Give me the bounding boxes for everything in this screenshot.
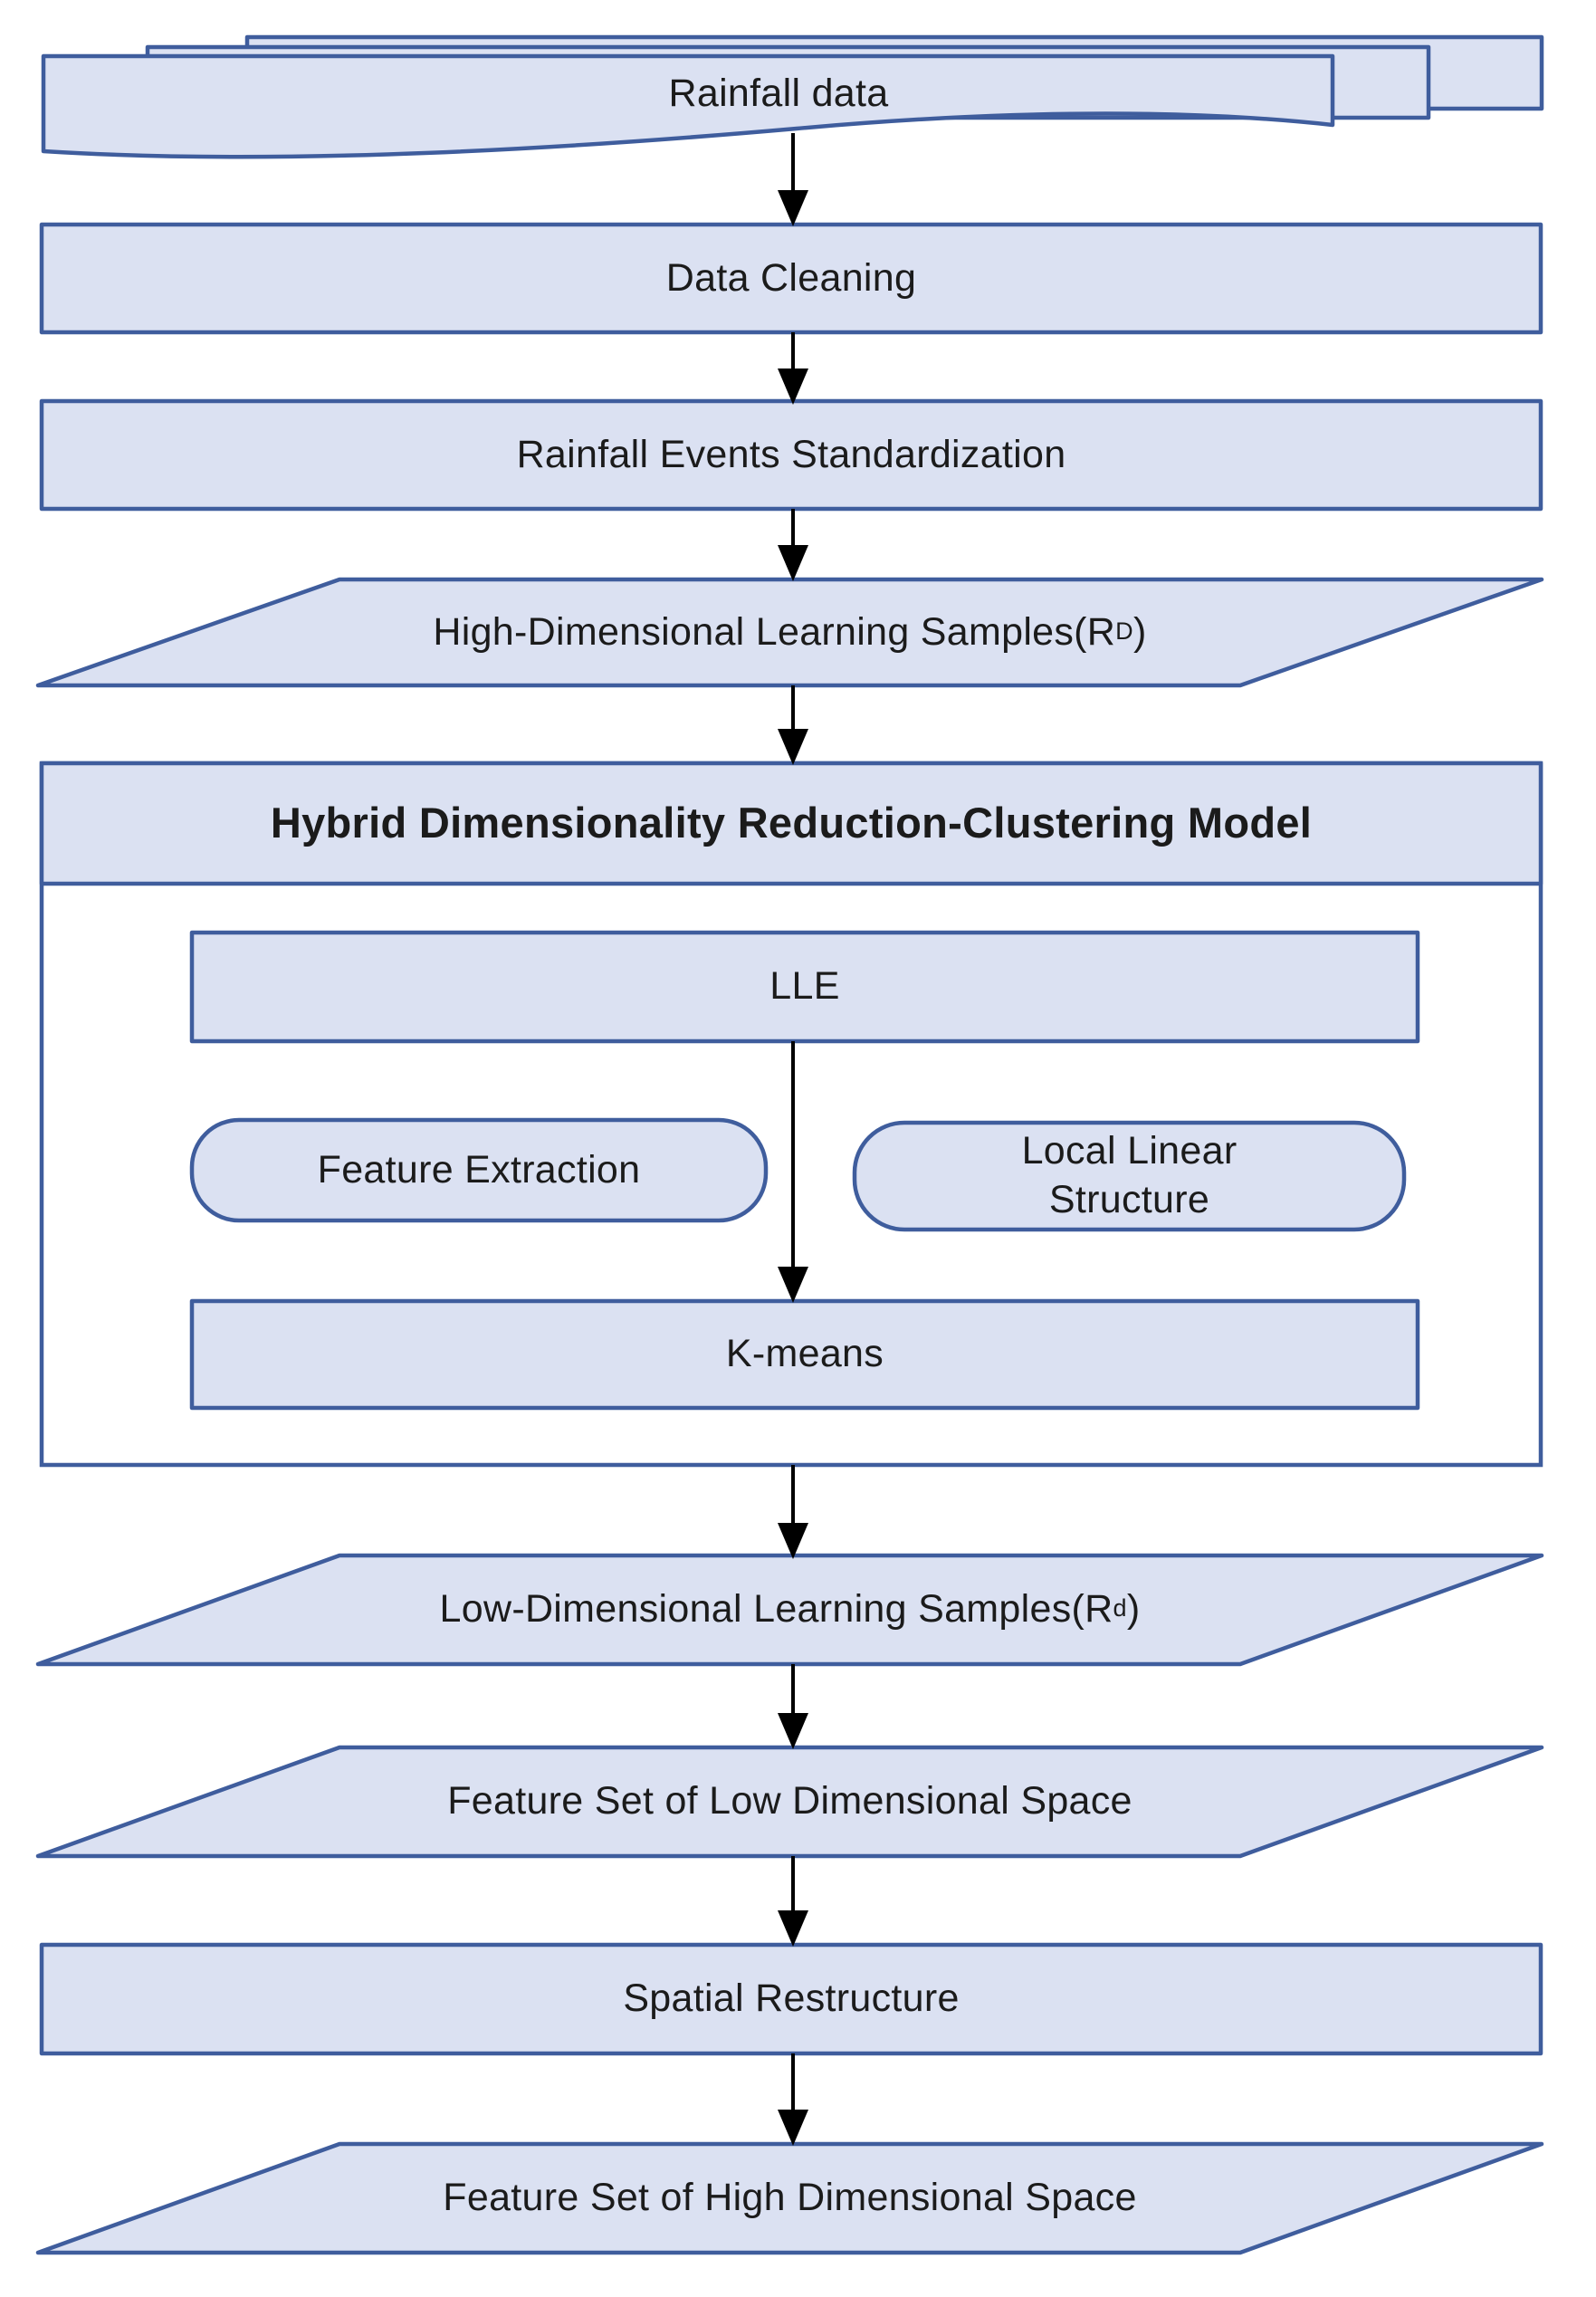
arrow-cleaning-to-standardization — [778, 332, 808, 405]
feature-set-high-label: Feature Set of High Dimensional Space — [443, 2176, 1137, 2220]
data-cleaning-box — [39, 222, 1543, 335]
low-dim-label-text: Low-Dimensional Learning Samples(R — [439, 1587, 1113, 1632]
document-front-sheet — [41, 53, 1335, 159]
kmeans-box — [189, 1298, 1420, 1411]
arrow-spatial-to-feathigh — [778, 2053, 808, 2146]
arrow-lowdim-to-featlow — [778, 1664, 808, 1749]
hybrid-model-header-band — [39, 761, 1543, 886]
arrow-highdim-to-model — [778, 685, 808, 765]
high-dim-label-text: High-Dimensional Learning Samples(R — [433, 609, 1116, 654]
arrow-rainfall-to-cleaning — [778, 133, 808, 226]
spatial-restructure-box — [39, 1942, 1543, 2056]
low-dimensional-samples-parallelogram — [35, 1553, 1544, 1667]
arrow-lle-to-kmeans — [778, 1041, 808, 1303]
hybrid-model-title: Hybrid Dimensionality Reduction-Clusteri… — [270, 799, 1313, 847]
low-dim-label-close: ) — [1126, 1587, 1141, 1632]
feature-extraction-stadium — [189, 1117, 769, 1223]
feature-set-low-parallelogram — [35, 1745, 1544, 1859]
lle-box — [189, 930, 1420, 1044]
rainfall-data-document-stack — [41, 34, 1544, 159]
rainfall-data-label: Rainfall data — [668, 72, 889, 116]
arrow-featlow-to-spatial — [778, 1856, 808, 1947]
feature-extraction-label: Feature Extraction — [317, 1147, 641, 1192]
lle-label: LLE — [769, 964, 840, 1009]
local-linear-structure-text: Local Linear Structure — [1021, 1129, 1238, 1221]
rainfall-events-standardization-box — [39, 398, 1543, 512]
data-cleaning-label: Data Cleaning — [665, 255, 917, 300]
rainfall-events-standardization-label: Rainfall Events Standardization — [516, 432, 1066, 476]
local-linear-structure-stadium — [852, 1120, 1407, 1232]
arrow-standardization-to-highdim — [778, 509, 808, 581]
high-dimensional-samples-parallelogram — [35, 577, 1544, 688]
feature-set-high-parallelogram — [35, 2141, 1544, 2255]
spatial-restructure-label: Spatial Restructure — [623, 1976, 960, 2021]
feature-set-low-label: Feature Set of Low Dimensional Space — [447, 1779, 1132, 1823]
kmeans-label: K-means — [725, 1332, 884, 1376]
flow-arrows — [778, 133, 808, 2146]
arrow-model-to-lowdim — [778, 1465, 808, 1559]
local-linear-structure-label: Local Linear Structure — [855, 1123, 1404, 1230]
high-dim-label-close: ) — [1132, 609, 1147, 654]
